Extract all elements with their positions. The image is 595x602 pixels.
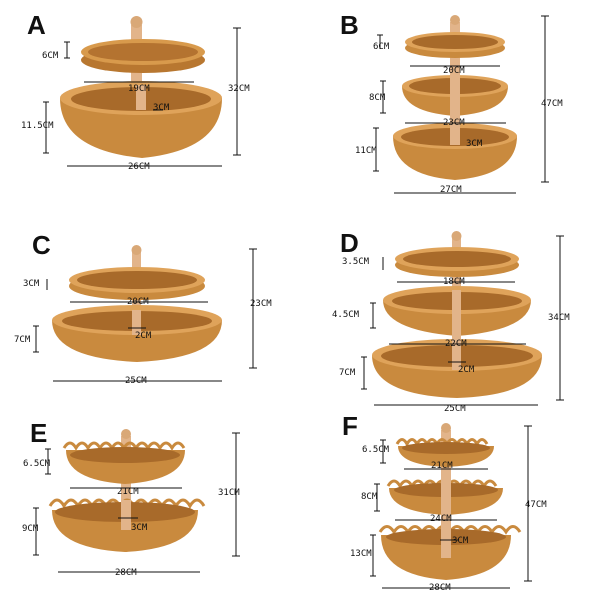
dim-bottom-width: 27CM [440, 185, 462, 195]
panel-letter-b: B [340, 10, 359, 40]
dim-total-height: 34CM [548, 313, 570, 323]
panel-letter-e: E [30, 418, 48, 448]
dim-pole: 3CM [153, 103, 170, 113]
dim-pole: 3CM [131, 523, 148, 533]
dim-middle-tier-height: 8CM [361, 492, 378, 502]
dim-top-width: 18CM [443, 277, 465, 287]
dim-pole: 3CM [466, 139, 483, 149]
dim-pole: 2CM [458, 365, 475, 375]
dim-top-width: 20CM [443, 66, 465, 76]
bottom-basket-body [60, 98, 222, 158]
panel-letter-f: F [342, 411, 358, 441]
panel-letter-d: D [340, 228, 359, 258]
basket-illustration-a [43, 16, 241, 167]
dim-bottom-width: 25CM [125, 376, 147, 386]
dim-total-height: 32CM [228, 84, 250, 94]
dim-top-width: 21CM [431, 461, 453, 471]
dim-total-height: 23CM [250, 299, 272, 309]
dim-middle-tier-height: 8CM [369, 93, 386, 103]
panel-letter-c: C [32, 230, 51, 260]
dim-top-tier-height: 3.5CM [342, 257, 370, 267]
dim-top-width: 20CM [127, 297, 149, 307]
dim-bottom-tier-height: 11.5CM [21, 121, 54, 131]
dim-bottom-width: 26CM [128, 162, 150, 172]
basket-illustration-e [33, 429, 240, 573]
dim-middle-width: 24CM [430, 514, 452, 524]
dim-middle-tier-height: 4.5CM [332, 310, 360, 320]
dim-top-tier-height: 6.5CM [23, 459, 51, 469]
dim-middle-width: 23CM [443, 118, 465, 128]
dim-bottom-tier-height: 11CM [355, 146, 377, 156]
basket-illustration-d [361, 231, 564, 406]
dim-bottom-tier-height: 7CM [339, 368, 356, 378]
dim-bottom-width: 25CM [444, 404, 466, 414]
dim-top-tier-height: 6CM [42, 51, 59, 61]
dim-top-tier-height: 6.5CM [362, 445, 390, 455]
dim-bottom-width: 28CM [115, 568, 137, 578]
basket-illustration-c [33, 245, 257, 382]
dim-total-height: 47CM [525, 500, 547, 510]
dim-top-tier-height: 3CM [23, 279, 40, 289]
dim-bottom-tier-height: 9CM [22, 524, 39, 534]
basket-illustration-b [373, 15, 549, 194]
dim-middle-width: 22CM [445, 339, 467, 349]
panel-letter-a: A [27, 10, 46, 40]
dim-top-width: 21CM [117, 487, 139, 497]
dim-bottom-tier-height: 13CM [350, 549, 372, 559]
dim-bottom-tier-height: 7CM [14, 335, 31, 345]
dim-top-tier-height: 6CM [373, 42, 390, 52]
dim-bottom-width: 28CM [429, 583, 451, 593]
dim-total-height: 31CM [218, 488, 240, 498]
dim-pole: 2CM [135, 331, 152, 341]
pole-knob [130, 16, 143, 28]
dim-pole: 3CM [452, 536, 469, 546]
dim-total-height: 47CM [541, 99, 563, 109]
dim-top-width: 19CM [128, 84, 150, 94]
